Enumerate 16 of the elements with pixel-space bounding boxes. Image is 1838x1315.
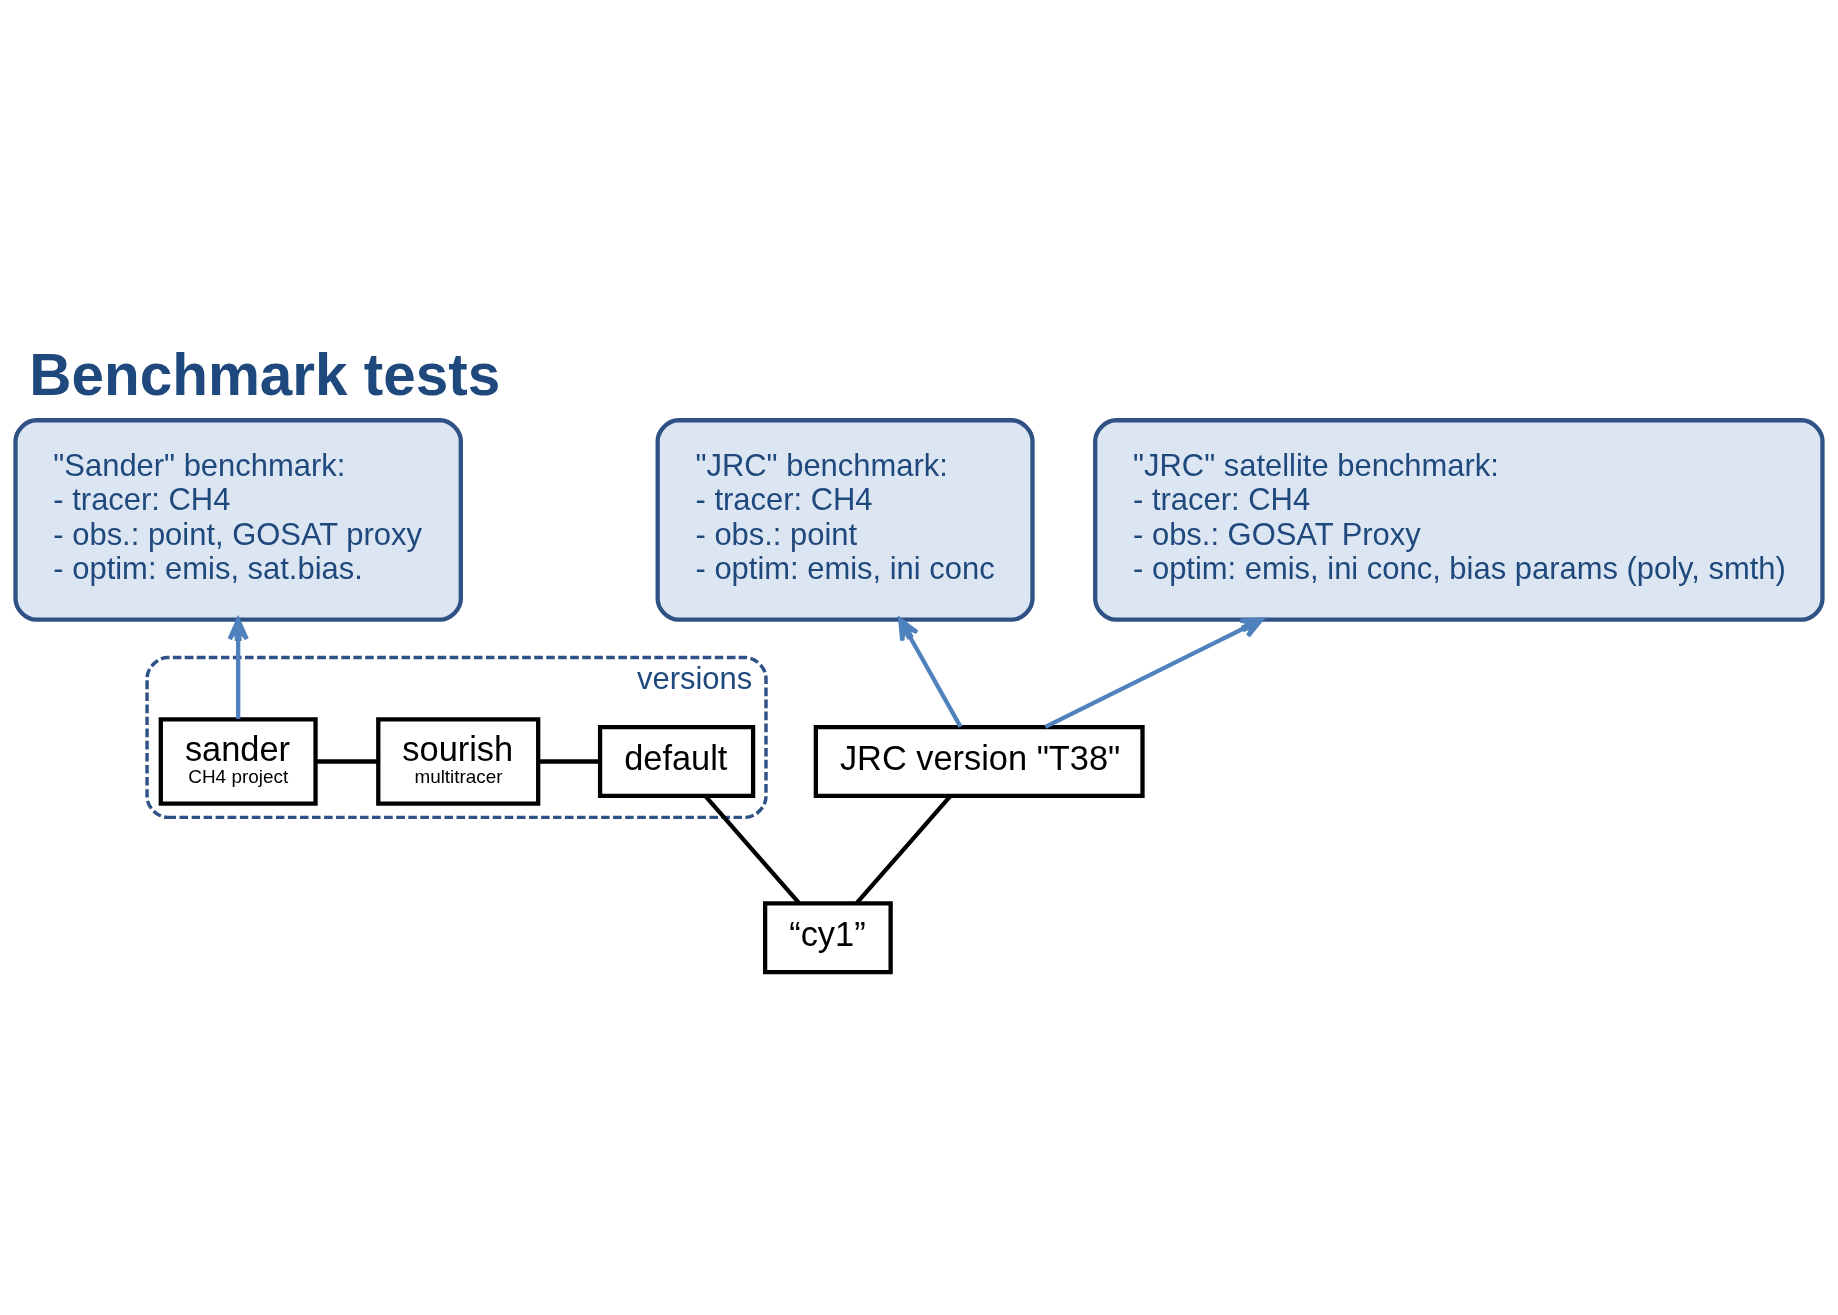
node-box: "JRC" benchmark: - tracer: CH4 - obs.: point - optim: emis, ini conc bbox=[655, 418, 1035, 622]
node-box: "JRC" satellite benchmark: - tracer: CH4 - obs.: GOSAT Proxy - optim: emis, ini conc, bias params (poly, smth) bbox=[1093, 418, 1825, 622]
arrow bbox=[898, 617, 963, 728]
node-box: JRC version "T38" bbox=[813, 725, 1145, 799]
connector bbox=[315, 759, 378, 764]
node-box: sourish multitracer bbox=[376, 717, 541, 806]
connector bbox=[704, 795, 801, 905]
connector bbox=[855, 795, 952, 905]
node-box: sander CH4 project bbox=[158, 717, 318, 806]
arrow bbox=[227, 617, 249, 719]
node-box: default bbox=[597, 725, 756, 799]
connector bbox=[538, 759, 600, 764]
node-box: “cy1” bbox=[763, 901, 893, 975]
diagram-title: Benchmark tests bbox=[29, 341, 501, 407]
node-box: "Sander" benchmark: - tracer: CH4 - obs.: point, GOSAT proxy - optim: emis, sat.bias. bbox=[13, 418, 463, 622]
arrow bbox=[1044, 617, 1264, 729]
